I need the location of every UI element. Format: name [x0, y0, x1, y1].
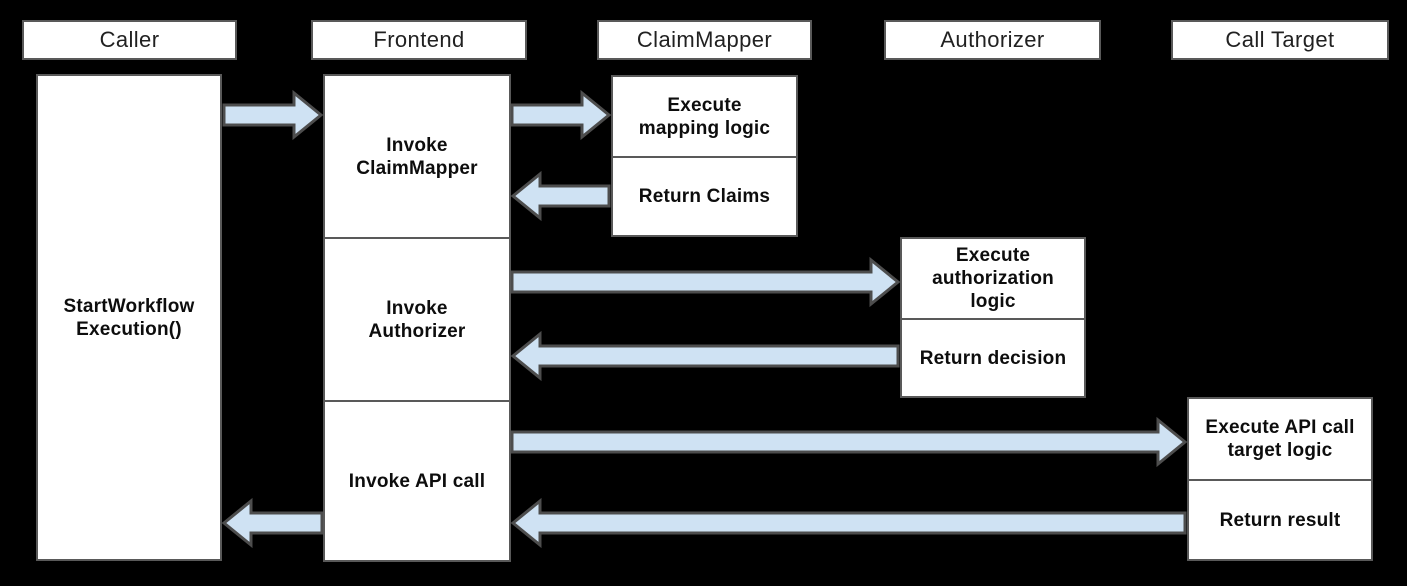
arrow-frontend-to-authorizer [510, 256, 901, 308]
arrow-claimmapper-to-frontend [510, 170, 611, 222]
lifeline-header-calltarget-label: Call Target [1225, 27, 1335, 52]
lifeline-header-frontend-label: Frontend [373, 27, 465, 52]
step-return-decision-label: Return decision [919, 347, 1067, 369]
step-invoke-api-call-label: Invoke API call [348, 470, 486, 492]
arrow-calltarget-to-frontend [510, 497, 1187, 549]
activation-caller: StartWorkflow Execution() [36, 74, 222, 561]
arrow-frontend-to-calltarget [510, 416, 1188, 468]
arrow-authorizer-to-frontend [510, 330, 900, 382]
activation-calltarget: Execute API call target logic Return res… [1187, 397, 1373, 561]
lifeline-header-calltarget: Call Target [1171, 20, 1389, 60]
activation-claimmapper: Execute mapping logic Return Claims [611, 75, 798, 237]
arrow-frontend-to-caller [221, 497, 324, 549]
activation-frontend: Invoke ClaimMapper Invoke Authorizer Inv… [323, 74, 511, 562]
step-execute-mapping-logic: Execute mapping logic [613, 77, 796, 156]
step-return-claims-label: Return Claims [638, 186, 771, 207]
lifeline-header-frontend: Frontend [311, 20, 527, 60]
lifeline-header-caller-label: Caller [99, 27, 160, 52]
step-return-result-label: Return result [1219, 509, 1341, 531]
step-execute-mapping-logic-label: Execute mapping logic [638, 94, 771, 139]
step-execute-authorization-logic-label: Execute authorization logic [932, 245, 1054, 312]
step-execute-api-call-target-logic: Execute API call target logic [1189, 399, 1371, 479]
lifeline-header-claimmapper-label: ClaimMapper [636, 27, 773, 52]
step-startworkflowexecution: StartWorkflow Execution() [38, 76, 220, 559]
step-invoke-api-call: Invoke API call [325, 400, 509, 560]
step-invoke-claimmapper: Invoke ClaimMapper [325, 76, 509, 237]
step-return-result: Return result [1189, 479, 1371, 559]
step-invoke-authorizer-label: Invoke Authorizer [368, 297, 466, 342]
arrow-caller-to-frontend [222, 89, 324, 141]
step-invoke-claimmapper-label: Invoke ClaimMapper [356, 134, 478, 179]
step-execute-authorization-logic: Execute authorization logic [902, 239, 1084, 318]
arrow-frontend-to-claimmapper [510, 89, 612, 141]
lifeline-header-authorizer: Authorizer [884, 20, 1101, 60]
step-execute-api-call-target-logic-label: Execute API call target logic [1205, 417, 1355, 461]
lifeline-header-caller: Caller [22, 20, 237, 60]
step-invoke-authorizer: Invoke Authorizer [325, 237, 509, 400]
lifeline-header-authorizer-label: Authorizer [940, 27, 1045, 52]
step-return-claims: Return Claims [613, 156, 796, 235]
lifeline-header-claimmapper: ClaimMapper [597, 20, 812, 60]
step-return-decision: Return decision [902, 318, 1084, 396]
step-startworkflowexecution-label: StartWorkflow Execution() [63, 295, 195, 340]
activation-authorizer: Execute authorization logic Return decis… [900, 237, 1086, 398]
